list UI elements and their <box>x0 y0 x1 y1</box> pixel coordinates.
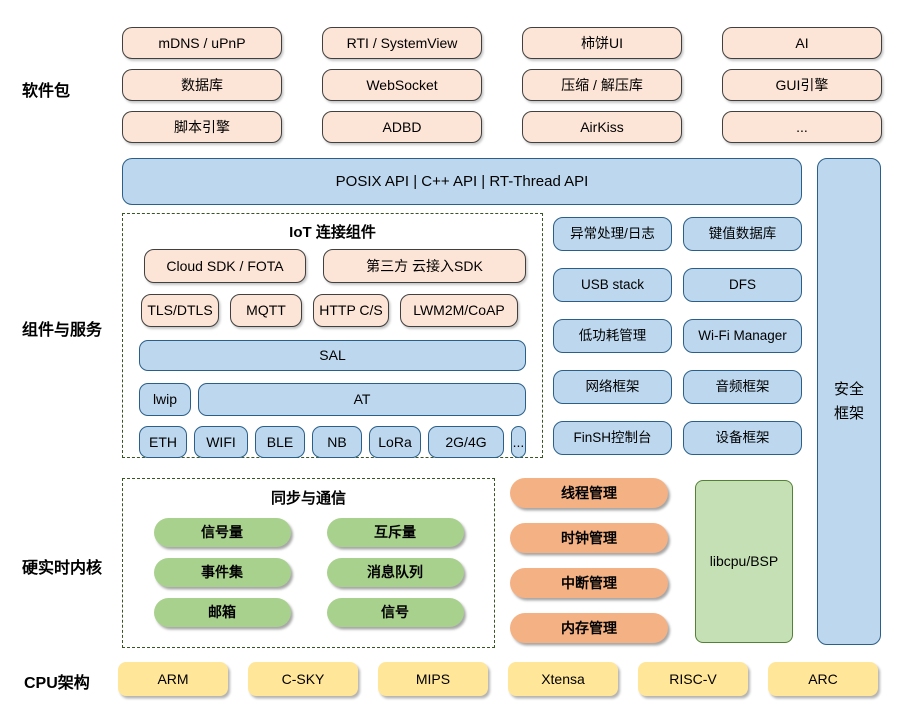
package-box: ... <box>722 111 882 143</box>
package-box: 柿饼UI <box>522 27 682 59</box>
cpu-arch-box: MIPS <box>378 662 488 696</box>
section-label-cpu: CPU架构 <box>24 675 90 692</box>
cpu-arch-box: RISC-V <box>638 662 748 696</box>
link-layer-box: ETH <box>139 426 187 458</box>
link-layer-box: BLE <box>255 426 305 458</box>
link-layer-box: NB <box>312 426 362 458</box>
ipc-pill: 信号量 <box>153 518 291 547</box>
package-box: AI <box>722 27 882 59</box>
link-layer-box: LoRa <box>369 426 421 458</box>
service-box: 异常处理/日志 <box>553 217 672 251</box>
software-packages-grid: mDNS / uPnP RTI / SystemView 柿饼UI AI 数据库… <box>122 27 882 143</box>
sync-panel-title: 同步与通信 <box>270 490 346 507</box>
ipc-pill: 互斥量 <box>326 518 464 547</box>
sync-ipc-panel: 同步与通信 信号量 互斥量 事件集 消息队列 邮箱 信号 <box>122 478 495 648</box>
kernel-mgmt-pill: 内存管理 <box>510 613 668 643</box>
package-box: RTI / SystemView <box>322 27 482 59</box>
at-box: AT <box>198 383 526 416</box>
service-box: 设备框架 <box>683 421 802 455</box>
cpu-arch-box: ARC <box>768 662 878 696</box>
iot-panel-title: IoT 连接组件 <box>289 224 376 241</box>
service-box: USB stack <box>553 268 672 302</box>
service-box: Wi-Fi Manager <box>683 319 802 353</box>
protocol-box: HTTP C/S <box>313 294 389 327</box>
cpu-arch-row: ARM C-SKY MIPS Xtensa RISC-V ARC <box>118 662 878 696</box>
kernel-mgmt-pill: 中断管理 <box>510 568 668 598</box>
component-services-grid: 异常处理/日志 键值数据库 USB stack DFS 低功耗管理 Wi-Fi … <box>553 217 802 455</box>
package-box: mDNS / uPnP <box>122 27 282 59</box>
protocol-box: MQTT <box>230 294 302 327</box>
package-box: 压缩 / 解压库 <box>522 69 682 101</box>
kernel-mgmt-pill: 线程管理 <box>510 478 668 508</box>
section-label-components: 组件与服务 <box>22 322 103 339</box>
service-box: DFS <box>683 268 802 302</box>
protocol-box: LWM2M/CoAP <box>400 294 518 327</box>
package-box: WebSocket <box>322 69 482 101</box>
security-framework-bar: 安全框架 <box>817 158 881 645</box>
ipc-pill: 事件集 <box>153 558 291 587</box>
service-box: 低功耗管理 <box>553 319 672 353</box>
link-layer-box: ... <box>511 426 526 458</box>
cpu-arch-box: Xtensa <box>508 662 618 696</box>
package-box: ADBD <box>322 111 482 143</box>
package-box: GUI引擎 <box>722 69 882 101</box>
service-box: FinSH控制台 <box>553 421 672 455</box>
kernel-mgmt-pill: 时钟管理 <box>510 523 668 553</box>
package-box: 数据库 <box>122 69 282 101</box>
ipc-pill: 消息队列 <box>326 558 464 587</box>
ipc-pill: 信号 <box>326 598 464 627</box>
cpu-arch-box: ARM <box>118 662 228 696</box>
link-layer-box: 2G/4G <box>428 426 504 458</box>
kernel-management-stack: 线程管理 时钟管理 中断管理 内存管理 <box>510 478 668 643</box>
protocol-box: TLS/DTLS <box>141 294 219 327</box>
section-label-packages: 软件包 <box>22 83 71 100</box>
third-party-sdk-box: 第三方 云接入SDK <box>323 249 526 283</box>
cpu-arch-box: C-SKY <box>248 662 358 696</box>
service-box: 音频框架 <box>683 370 802 404</box>
libcpu-bsp-box: libcpu/BSP <box>695 480 793 643</box>
ipc-pill: 邮箱 <box>153 598 291 627</box>
lwip-box: lwip <box>139 383 191 416</box>
link-layer-box: WIFI <box>194 426 248 458</box>
cloud-sdk-box: Cloud SDK / FOTA <box>144 249 306 283</box>
api-layer-bar: POSIX API | C++ API | RT-Thread API <box>122 158 802 205</box>
service-box: 键值数据库 <box>683 217 802 251</box>
package-box: AirKiss <box>522 111 682 143</box>
service-box: 网络框架 <box>553 370 672 404</box>
package-box: 脚本引擎 <box>122 111 282 143</box>
sal-box: SAL <box>139 340 526 371</box>
section-label-kernel: 硬实时内核 <box>22 560 103 577</box>
iot-components-panel: IoT 连接组件 Cloud SDK / FOTA 第三方 云接入SDK TLS… <box>122 213 543 458</box>
